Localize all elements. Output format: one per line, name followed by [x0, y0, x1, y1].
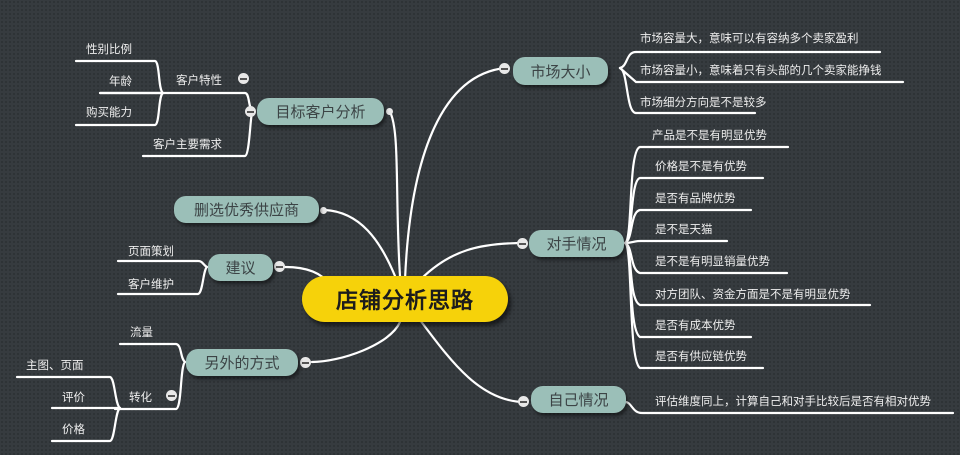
- competitor-item[interactable]: 价格是不是有优势: [655, 159, 747, 173]
- topic-label: 自己情况: [548, 391, 609, 409]
- topic-label: 建议: [225, 259, 256, 277]
- collapse-toggle-suggestions[interactable]: [274, 261, 285, 272]
- collapse-toggle-other-methods[interactable]: [300, 357, 311, 368]
- topic-other-methods[interactable]: 另外的方式: [186, 349, 298, 376]
- customer-trait-item[interactable]: 年龄: [109, 74, 132, 88]
- topic-suppliers[interactable]: 删选优秀供应商: [174, 196, 319, 223]
- market-size-item[interactable]: 市场容量小，意味着只有头部的几个卖家能挣钱: [640, 63, 882, 77]
- market-size-item[interactable]: 市场容量大，意味可以有容纳多个卖家盈利: [640, 31, 859, 45]
- suggestion-item[interactable]: 客户维护: [128, 277, 174, 291]
- topic-target-customer[interactable]: 目标客户分析: [257, 98, 384, 125]
- conversion-item[interactable]: 评价: [62, 390, 85, 404]
- topic-suggestions[interactable]: 建议: [208, 254, 273, 281]
- connection-dot: [320, 207, 327, 214]
- competitor-item[interactable]: 对方团队、资金方面是不是有明显优势: [655, 287, 851, 301]
- topic-label: 目标客户分析: [275, 103, 366, 121]
- central-topic-label: 店铺分析思路: [335, 289, 474, 314]
- collapse-toggle-market-size[interactable]: [499, 63, 510, 74]
- self-item[interactable]: 评估维度同上，计算自己和对手比较后是否有相对优势: [655, 394, 931, 408]
- competitor-item[interactable]: 是不是天猫: [655, 222, 713, 236]
- topic-label: 删选优秀供应商: [193, 201, 299, 219]
- collapse-toggle-customer-traits[interactable]: [238, 73, 249, 84]
- competitor-item[interactable]: 是否有品牌优势: [655, 191, 736, 205]
- customer-trait-item[interactable]: 购买能力: [86, 105, 132, 119]
- topic-label: 市场大小: [530, 62, 591, 81]
- topic-competitors[interactable]: 对手情况: [529, 230, 624, 257]
- collapse-toggle-conversion[interactable]: [166, 390, 177, 401]
- conversion-item[interactable]: 主图、页面: [26, 358, 84, 372]
- customer-trait-item[interactable]: 性别比例: [86, 42, 132, 56]
- traffic-item[interactable]: 流量: [130, 325, 153, 339]
- collapse-toggle-competitors[interactable]: [517, 238, 528, 249]
- competitor-item[interactable]: 是不是有明显销量优势: [655, 254, 770, 268]
- customer-traits-label[interactable]: 客户特性: [176, 73, 222, 87]
- topic-market-size[interactable]: 市场大小: [513, 57, 608, 85]
- competitor-item[interactable]: 产品是不是有明显优势: [652, 128, 767, 142]
- competitor-item[interactable]: 是否有成本优势: [655, 318, 736, 332]
- topic-label: 另外的方式: [204, 354, 280, 372]
- central-topic[interactable]: 店铺分析思路: [302, 276, 508, 322]
- conversion-item[interactable]: 价格: [62, 422, 85, 436]
- market-size-item[interactable]: 市场细分方向是不是较多: [640, 95, 767, 109]
- connection-dot: [386, 108, 393, 115]
- collapse-toggle-self[interactable]: [518, 396, 529, 407]
- collapse-toggle-target-customer[interactable]: [245, 106, 256, 117]
- suggestion-item[interactable]: 页面策划: [128, 244, 174, 258]
- topic-label: 对手情况: [546, 235, 607, 253]
- customer-needs-item[interactable]: 客户主要需求: [153, 137, 222, 151]
- conversion-label[interactable]: 转化: [129, 390, 152, 404]
- topic-self[interactable]: 自己情况: [531, 386, 626, 413]
- competitor-item[interactable]: 是否有供应链优势: [655, 349, 747, 363]
